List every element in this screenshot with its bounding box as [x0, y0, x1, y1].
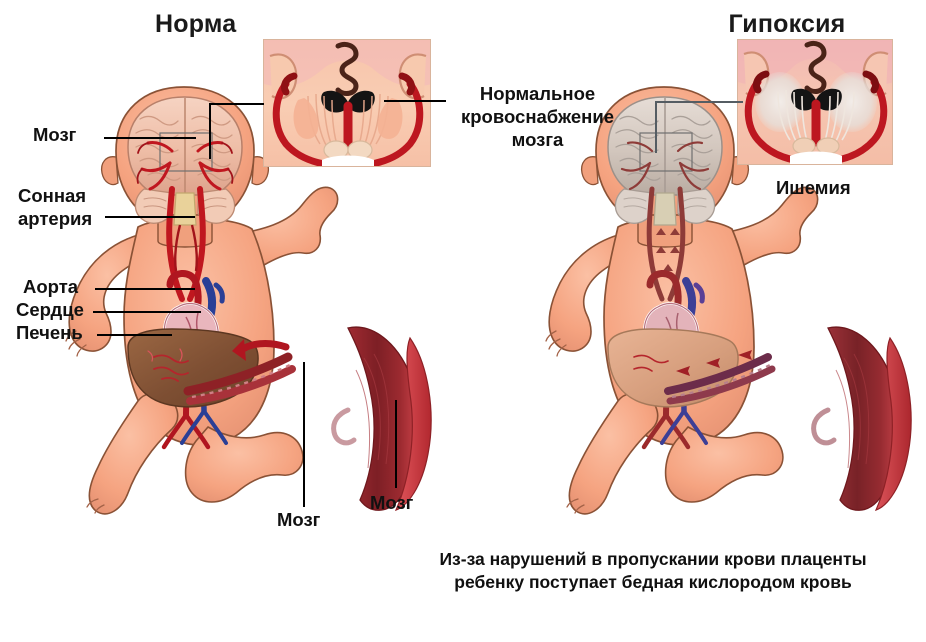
leader-inset-normal-vertical — [209, 103, 211, 159]
label-ischemia: Ишемия — [776, 177, 851, 198]
label-placenta-brain: Мозг — [370, 492, 414, 513]
label-aorta: Аорта — [23, 276, 79, 297]
caption-line-2: ребенку поступает бедная кислородом кров… — [454, 572, 852, 592]
leader-inset-ischemia-horizontal — [655, 101, 743, 103]
label-normal-supply-line2: кровоснабжение — [461, 106, 614, 127]
brain-hypoxic — [607, 96, 723, 226]
leader-carotid — [105, 216, 195, 218]
cerebral-arteries-fine-normal — [136, 142, 234, 184]
leader-liver — [97, 334, 172, 336]
blood-flow-arrows-hypoxia — [676, 350, 752, 376]
label-carotid-line2: артерия — [18, 208, 93, 229]
panel-title-normal: Норма — [155, 10, 237, 38]
placenta-hypoxia — [810, 318, 920, 518]
panel-title-hypoxia: Гипоксия — [728, 10, 846, 38]
label-brain-head: Мозг — [33, 124, 77, 145]
leader-placenta-brain — [395, 400, 397, 488]
bottom-caption: Из-за нарушений в пропускании крови плац… — [393, 548, 913, 594]
label-heart: Сердце — [16, 299, 84, 320]
label-carotid-line1: Сонная — [18, 185, 87, 206]
label-cord-brain: Мозг — [277, 509, 321, 530]
label-normal-supply-line3: мозга — [511, 129, 564, 150]
label-normal-blood-supply: Нормальное кровоснабжение мозга — [450, 82, 625, 151]
leader-inset-ischemia-vertical — [655, 101, 657, 153]
leader-inset-normal-horizontal — [209, 103, 264, 105]
leader-cord-brain — [303, 362, 305, 507]
infant-figure-hypoxia — [500, 85, 840, 515]
umbilical-cord-hypoxia — [664, 350, 776, 405]
umbilical-cord-normal — [183, 339, 296, 405]
placenta-normal — [330, 318, 440, 518]
leader-heart — [93, 311, 201, 313]
cerebral-arteries-hypoxic — [620, 141, 710, 191]
label-liver: Печень — [16, 322, 83, 343]
brain-normal — [127, 96, 243, 226]
inset-normal-brain-section — [263, 39, 431, 167]
leader-brain-head — [104, 137, 196, 139]
caption-line-1: Из-за нарушений в пропускании крови плац… — [439, 549, 867, 569]
leader-normal-supply — [384, 100, 446, 102]
label-normal-supply-line1: Нормальное — [479, 83, 596, 104]
label-carotid-artery: Сонная артерия — [18, 184, 92, 230]
inset-ischemia-brain-section — [737, 39, 893, 165]
leader-aorta — [95, 288, 195, 290]
